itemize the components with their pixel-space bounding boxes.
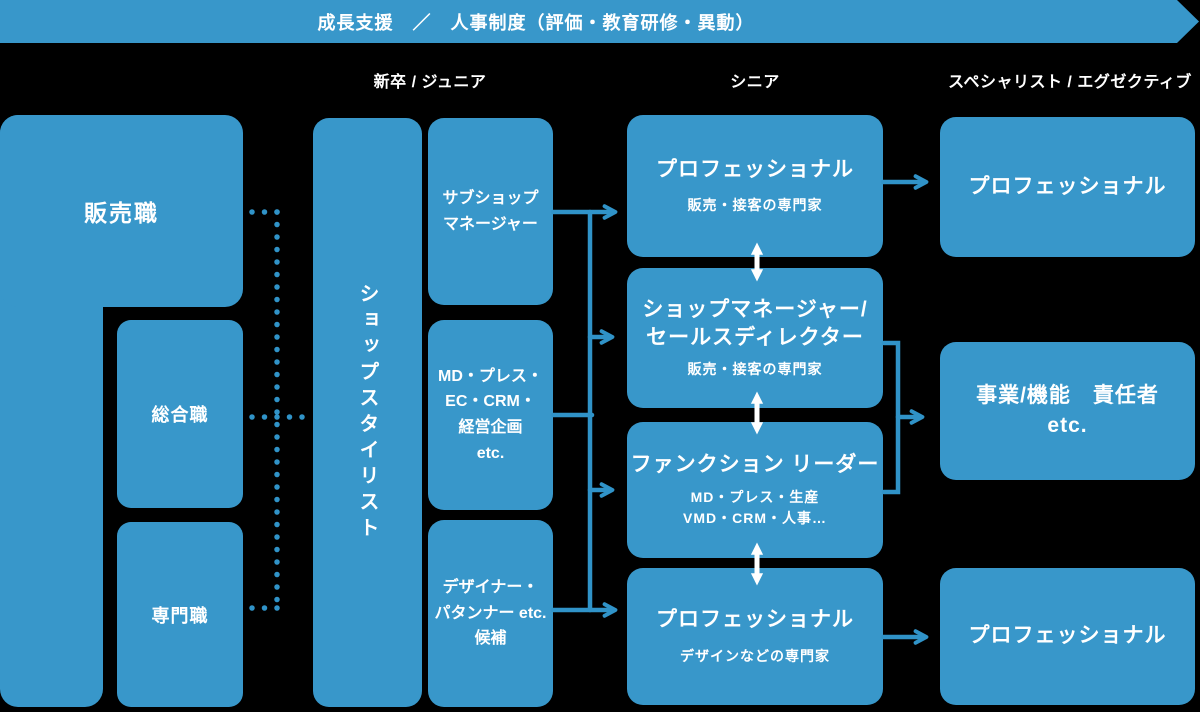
general-role-box: 総合職: [117, 320, 243, 508]
executive-professional-bottom-label: プロフェッショナル: [968, 624, 1167, 648]
executive-professional-bottom-box: プロフェッショナル: [940, 568, 1195, 705]
professional-design-subtitle: デザインなどの専門家: [680, 647, 830, 664]
growth-support-banner: 成長支援 ／ 人事制度（評価・教育研修・異動）: [0, 0, 1199, 43]
function-leader-title: ファンクション リーダー: [630, 452, 880, 476]
business-function-head-label: 事業/機能 責任者 etc.: [976, 383, 1159, 437]
function-leader-subtitle: MD・プレス・生産 VMD・CRM・人事…: [683, 489, 827, 527]
banner-title: 成長支援 ／ 人事制度（評価・教育研修・異動）: [317, 12, 755, 33]
shop-manager-box: ショップマネージャー/ セールスディレクター 販売・接客の専門家: [627, 268, 883, 408]
function-leader-box: ファンクション リーダー MD・プレス・生産 VMD・CRM・人事…: [627, 422, 883, 558]
shop-stylist-label: ショップスタイリスト: [356, 282, 378, 543]
specialist-role-label: 専門職: [151, 605, 209, 626]
designer-candidate-box: デザイナー・ パタンナー etc. 候補: [428, 520, 553, 707]
sales-role-box: 販売職: [0, 115, 243, 307]
md-press-ec-crm-box: MD・プレス・ EC・CRM・ 経営企画 etc.: [428, 320, 553, 510]
column-header-senior: シニア: [730, 74, 780, 91]
professional-sales-box: プロフェッショナル 販売・接客の専門家: [627, 115, 883, 257]
sub-shop-manager-label: サブショップ マネージャー: [442, 189, 539, 233]
column-header-junior: 新卒 / ジュニア: [373, 74, 487, 91]
shop-stylist-box: ショップスタイリスト: [313, 118, 422, 707]
column-header-specialist-executive: スペシャリスト / エグゼクティブ: [948, 74, 1192, 91]
executive-professional-top-label: プロフェッショナル: [968, 174, 1167, 198]
specialist-role-box: 専門職: [117, 522, 243, 707]
md-press-ec-crm-label: MD・プレス・ EC・CRM・ 経営企画 etc.: [438, 367, 543, 462]
general-role-label: 総合職: [151, 405, 209, 425]
senior-trunk-right: [881, 340, 901, 495]
professional-design-title: プロフェッショナル: [656, 608, 854, 632]
designer-candidate-label: デザイナー・ パタンナー etc. 候補: [434, 579, 547, 648]
executive-professional-top-box: プロフェッショナル: [940, 117, 1195, 257]
business-function-head-box: 事業/機能 責任者 etc.: [940, 342, 1195, 480]
professional-sales-subtitle: 販売・接客の専門家: [687, 197, 823, 214]
sales-role-label: 販売職: [84, 200, 159, 226]
shop-manager-subtitle: 販売・接客の専門家: [687, 360, 823, 377]
sub-shop-manager-box: サブショップ マネージャー: [428, 118, 553, 305]
shop-manager-title: ショップマネージャー/ セールスディレクター: [642, 298, 868, 349]
professional-sales-title: プロフェッショナル: [656, 157, 854, 181]
professional-design-box: プロフェッショナル デザインなどの専門家: [627, 568, 883, 705]
